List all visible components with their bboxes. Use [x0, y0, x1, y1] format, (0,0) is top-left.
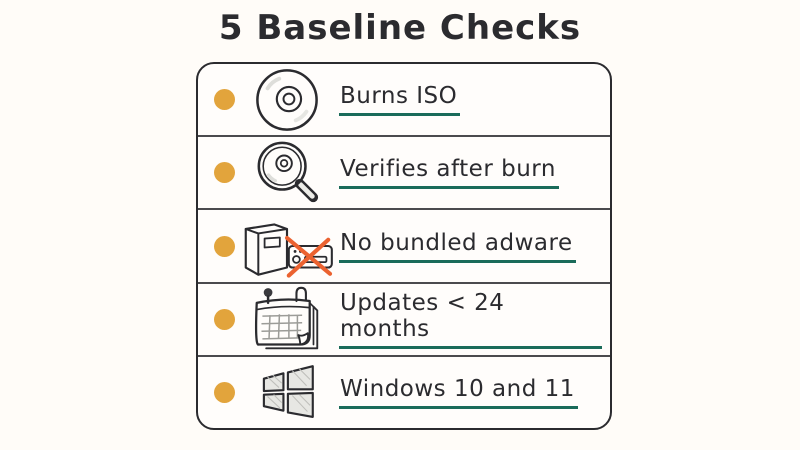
check-label: Burns ISO [339, 83, 461, 117]
bullet-dot [214, 89, 235, 111]
check-row-burns-iso: Burns ISO [198, 64, 610, 138]
check-row-verifies: Verifies after burn [198, 137, 610, 211]
calendar-icon [235, 284, 339, 354]
check-row-updates: Updates < 24 months [198, 284, 610, 357]
checklist-card: Burns ISO Verifies after burn [196, 62, 612, 430]
check-label: Updates < 24 months [339, 290, 602, 349]
check-label: Windows 10 and 11 [339, 376, 578, 409]
check-row-windows: Windows 10 and 11 [198, 357, 610, 428]
check-label: No bundled adware [339, 230, 576, 263]
magnifier-icon [235, 138, 339, 208]
bullet-dot [214, 308, 235, 330]
page-title: 5 Baseline Checks [218, 8, 582, 48]
disc-icon [235, 67, 339, 133]
bullet-dot [214, 162, 235, 184]
no-adware-icon [235, 211, 339, 281]
windows-icon [235, 362, 339, 422]
bullet-dot [214, 381, 235, 403]
check-row-no-adware: No bundled adware [198, 210, 610, 284]
bullet-dot [214, 235, 235, 257]
check-label: Verifies after burn [339, 156, 559, 190]
